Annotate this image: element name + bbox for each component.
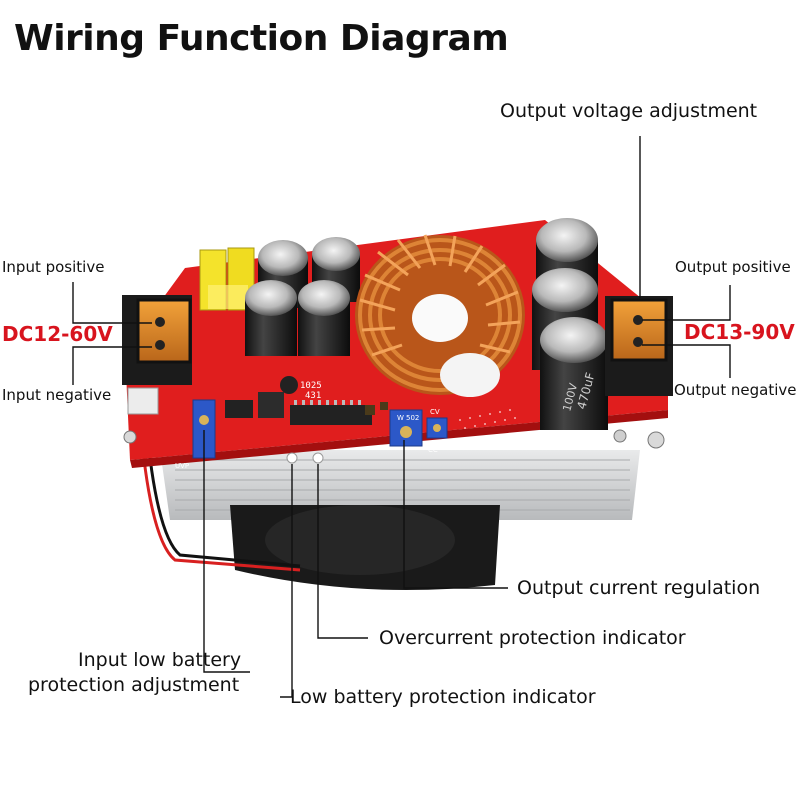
input-terminal-block [122,295,192,385]
overcurrent-led [312,452,324,464]
leader-lines [72,136,731,698]
ic-marking-1025: 1025 [300,381,322,391]
output-capacitors: 470uF 100V [532,218,608,430]
toroid-inductor [355,234,525,397]
output-terminal-block [605,296,673,396]
cc-silk: CC [428,446,438,454]
label-input-low-battery-line2: protection adjustment [28,674,240,696]
label-input-positive: Input positive [2,258,105,276]
fan-connector [127,387,159,415]
page-title: Wiring Function Diagram [14,18,509,59]
ic-marking-431: 431 [305,391,321,401]
cc-pot-w: W [397,414,404,422]
label-low-battery-indicator: Low battery protection indicator [290,686,596,708]
cc-potentiometer: W 502 CC [389,409,438,454]
label-output-negative: Output negative [674,381,797,399]
label-output-current-regulation: Output current regulation [517,577,761,599]
label-overcurrent-indicator: Overcurrent protection indicator [379,627,686,649]
label-input-low-battery-line1: Input low battery [78,649,242,671]
label-input-range: DC12-60V [2,322,113,346]
input-capacitors [245,237,360,356]
label-output-voltage-adjustment: Output voltage adjustment [500,100,758,122]
cv-silk: CV [430,408,440,416]
cv-potentiometer: CV [426,408,448,439]
fuse-holders [199,247,255,311]
uvp-silk: UVP [175,462,189,470]
label-output-positive: Output positive [675,258,791,276]
uvp-potentiometer: UVP [175,399,216,470]
cooling-fan [230,505,500,590]
label-input-negative: Input negative [2,386,112,404]
control-circuit: 1025 431 [225,376,388,425]
label-output-range: DC13-90V [684,320,795,344]
cc-pot-code: 502 [406,414,419,422]
low-battery-led [286,452,298,464]
